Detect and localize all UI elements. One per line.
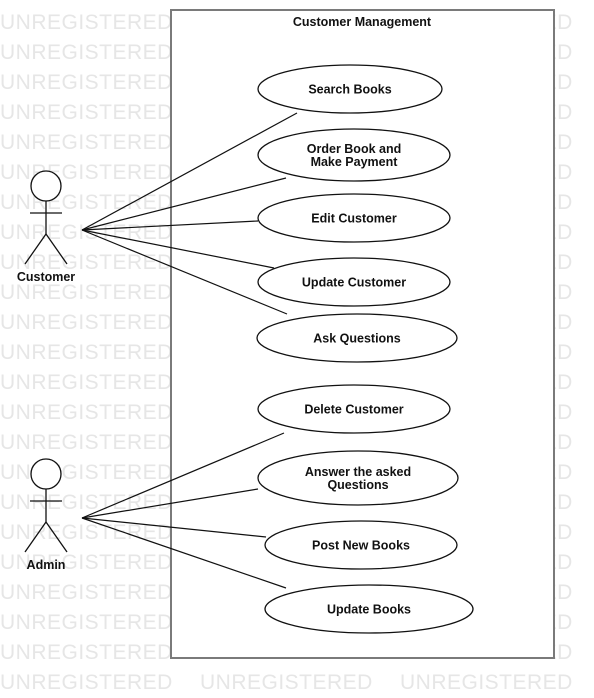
use-case-label: Post New Books (312, 539, 410, 553)
watermark-text: UNREGISTERED (0, 11, 173, 34)
watermark-text: UNREGISTERED (0, 281, 173, 304)
use-case-label: Answer the asked (305, 465, 411, 479)
use-case-post-new-books[interactable]: Post New Books (264, 520, 458, 570)
watermark-text: UNREGISTERED (400, 671, 573, 694)
watermark-text: UNREGISTERED (0, 41, 173, 64)
watermark-text: UNREGISTERED (0, 311, 173, 334)
use-case-update-books[interactable]: Update Books (264, 584, 474, 634)
actor-left-leg (24, 233, 47, 265)
use-case-label: Update Customer (302, 276, 406, 290)
use-case-ellipse[interactable] (257, 384, 451, 434)
use-case-delete-customer[interactable]: Delete Customer (257, 384, 451, 434)
watermark-text: UNREGISTERED (0, 611, 173, 634)
actor-label: Admin (27, 558, 66, 572)
watermark-text: UNREGISTERED (0, 131, 173, 154)
use-case-label: Make Payment (311, 155, 399, 169)
association-lines (81, 112, 298, 589)
association-line-customer-search-books (81, 112, 298, 231)
actor-head-icon (30, 458, 62, 490)
association-line-customer-order-book (81, 177, 287, 231)
use-case-ask-questions[interactable]: Ask Questions (256, 313, 458, 363)
system-title: Customer Management (293, 15, 432, 29)
association-line-admin-post-new-books (81, 517, 267, 538)
watermark-text: UNREGISTERED (0, 371, 173, 394)
use-case-label: Questions (327, 478, 388, 492)
watermark-text: UNREGISTERED (0, 581, 173, 604)
association-line-admin-update-books (81, 517, 287, 589)
watermark-text: UNREGISTERED (0, 101, 173, 124)
use-case-ellipse[interactable] (256, 313, 458, 363)
watermark-text: UNREGISTERED (0, 551, 173, 574)
watermark-text: UNREGISTERED (0, 491, 173, 514)
use-case-ellipse[interactable] (264, 520, 458, 570)
watermark-text: UNREGISTERED (0, 431, 173, 454)
association-line-customer-update-customer (81, 229, 275, 269)
watermark-text: UNREGISTERED (200, 671, 373, 694)
use-case-edit-customer[interactable]: Edit Customer (257, 193, 451, 243)
use-case-label: Order Book and (307, 142, 401, 156)
association-line-admin-answer-questions (81, 488, 259, 519)
use-case-label: Search Books (308, 83, 391, 97)
watermark-text: UNREGISTERED (0, 341, 173, 364)
use-case-ellipse[interactable] (257, 64, 443, 114)
use-case-ellipse[interactable] (257, 193, 451, 243)
actor-customer: Customer (17, 170, 75, 284)
actor-label: Customer (17, 270, 75, 284)
use-case-ellipse[interactable] (257, 128, 451, 182)
actor-admin: Admin (24, 458, 68, 572)
watermark-text: UNREGISTERED (0, 251, 173, 274)
use-case-label: Ask Questions (313, 332, 401, 346)
use-case-ellipse[interactable] (257, 450, 459, 506)
watermark-text: UNREGISTERED (0, 641, 173, 664)
use-case-label: Update Books (327, 603, 411, 617)
actor-left-leg (24, 521, 47, 553)
watermark-text: UNREGISTERED (0, 671, 173, 694)
use-case-update-customer[interactable]: Update Customer (257, 257, 451, 307)
use-case-search-books[interactable]: Search Books (257, 64, 443, 114)
use-case-label: Edit Customer (311, 212, 397, 226)
association-line-admin-delete-customer (81, 432, 285, 519)
actor-head-icon (30, 170, 62, 202)
association-line-customer-ask-questions (81, 229, 288, 315)
use-case-ellipse[interactable] (257, 257, 451, 307)
association-line-customer-edit-customer (81, 220, 259, 231)
use-case-ellipse[interactable] (264, 584, 474, 634)
use-case-label: Delete Customer (304, 403, 403, 417)
watermark-text: UNREGISTERED (0, 401, 173, 424)
watermark-text: UNREGISTERED (0, 71, 173, 94)
actor-right-leg (45, 521, 68, 553)
actor-right-leg (45, 233, 68, 265)
